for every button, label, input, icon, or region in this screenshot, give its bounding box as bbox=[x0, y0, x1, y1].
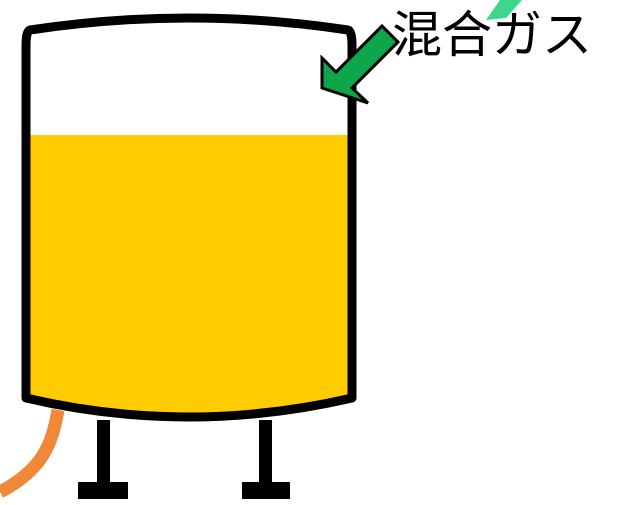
liquid-fill bbox=[28, 135, 349, 416]
upper-arrow-fragment bbox=[486, 0, 522, 20]
drain-hose bbox=[0, 408, 65, 498]
right-leg bbox=[259, 420, 272, 488]
left-leg bbox=[97, 420, 110, 488]
left-foot bbox=[78, 482, 128, 499]
tank-body bbox=[21, 13, 357, 422]
inlet-arrow bbox=[320, 23, 401, 105]
tank-legs bbox=[78, 420, 290, 499]
right-foot bbox=[242, 482, 290, 499]
gas-label: 混合ガス bbox=[392, 6, 592, 64]
